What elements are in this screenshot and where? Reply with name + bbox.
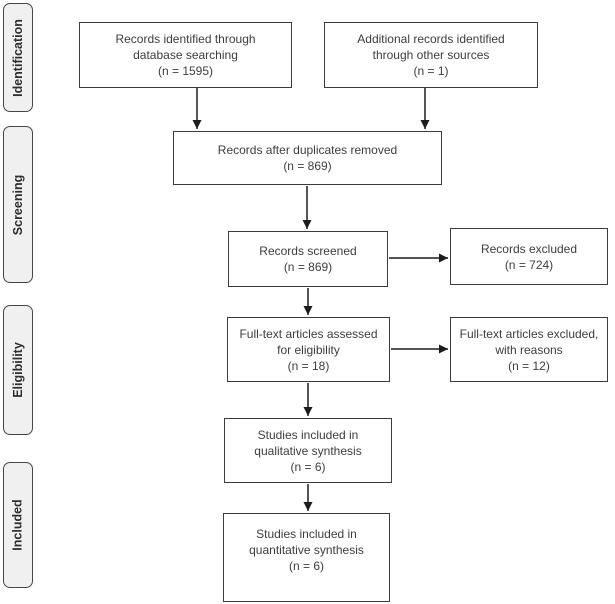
box-fulltext-articles-excluded: Full-text articles excluded, with reason… — [450, 317, 608, 382]
box-text-line: Full-text articles assessed — [239, 326, 378, 341]
box-text-line: quantitative synthesis — [249, 543, 364, 557]
stage-label-identification: Identification — [3, 3, 33, 112]
stage-label-eligibility: Eligibility — [3, 305, 33, 435]
box-text-line: Studies included in — [256, 527, 357, 541]
box-records-screened: Records screened (n = 869) — [228, 231, 388, 287]
box-count: (n = 6) — [288, 559, 324, 573]
box-fulltext-articles-assessed: Full-text articles assessed for eligibil… — [227, 317, 390, 382]
box-text-line: Full-text articles excluded, — [459, 326, 599, 341]
box-text-line: Records after duplicates removed — [217, 143, 398, 157]
box-records-after-duplicates-removed: Records after duplicates removed (n = 86… — [173, 131, 442, 185]
box-additional-records-other-sources: Additional records identified through ot… — [324, 22, 538, 88]
stage-label-screening: Screening — [3, 126, 33, 283]
box-text-line: through other sources — [372, 48, 490, 62]
box-text-line: with reasons — [495, 342, 563, 357]
box-text-line: Records excluded — [480, 241, 578, 256]
box-count: (n = 869) — [283, 260, 333, 274]
box-text-line: Additional records identified — [357, 32, 505, 46]
box-count: (n = 1) — [413, 64, 449, 78]
box-count: (n = 18) — [287, 358, 330, 373]
box-count: (n = 12) — [508, 358, 550, 373]
stage-label-text: Eligibility — [11, 342, 25, 398]
box-studies-quantitative-synthesis: Studies included in quantitative synthes… — [223, 513, 390, 602]
stage-label-included: Included — [3, 462, 33, 588]
box-text-line: qualitative synthesis — [254, 443, 362, 458]
box-text-line: Records screened — [259, 244, 357, 258]
box-text-line: for eligibility — [277, 342, 340, 357]
stage-label-text: Included — [11, 499, 25, 551]
box-records-excluded: Records excluded (n = 724) — [450, 228, 608, 285]
box-count: (n = 6) — [290, 459, 326, 474]
box-studies-qualitative-synthesis: Studies included in qualitative synthesi… — [224, 418, 392, 483]
box-count: (n = 869) — [283, 159, 332, 173]
box-text-line: Records identified through — [115, 32, 256, 46]
box-records-identified-database: Records identified through database sear… — [79, 22, 292, 88]
box-text-line: Studies included in — [257, 427, 359, 442]
box-count: (n = 1595) — [157, 64, 214, 78]
stage-label-text: Screening — [11, 174, 25, 235]
box-text-line: database searching — [133, 48, 238, 62]
stage-label-text: Identification — [11, 18, 25, 97]
box-count: (n = 724) — [504, 257, 554, 272]
